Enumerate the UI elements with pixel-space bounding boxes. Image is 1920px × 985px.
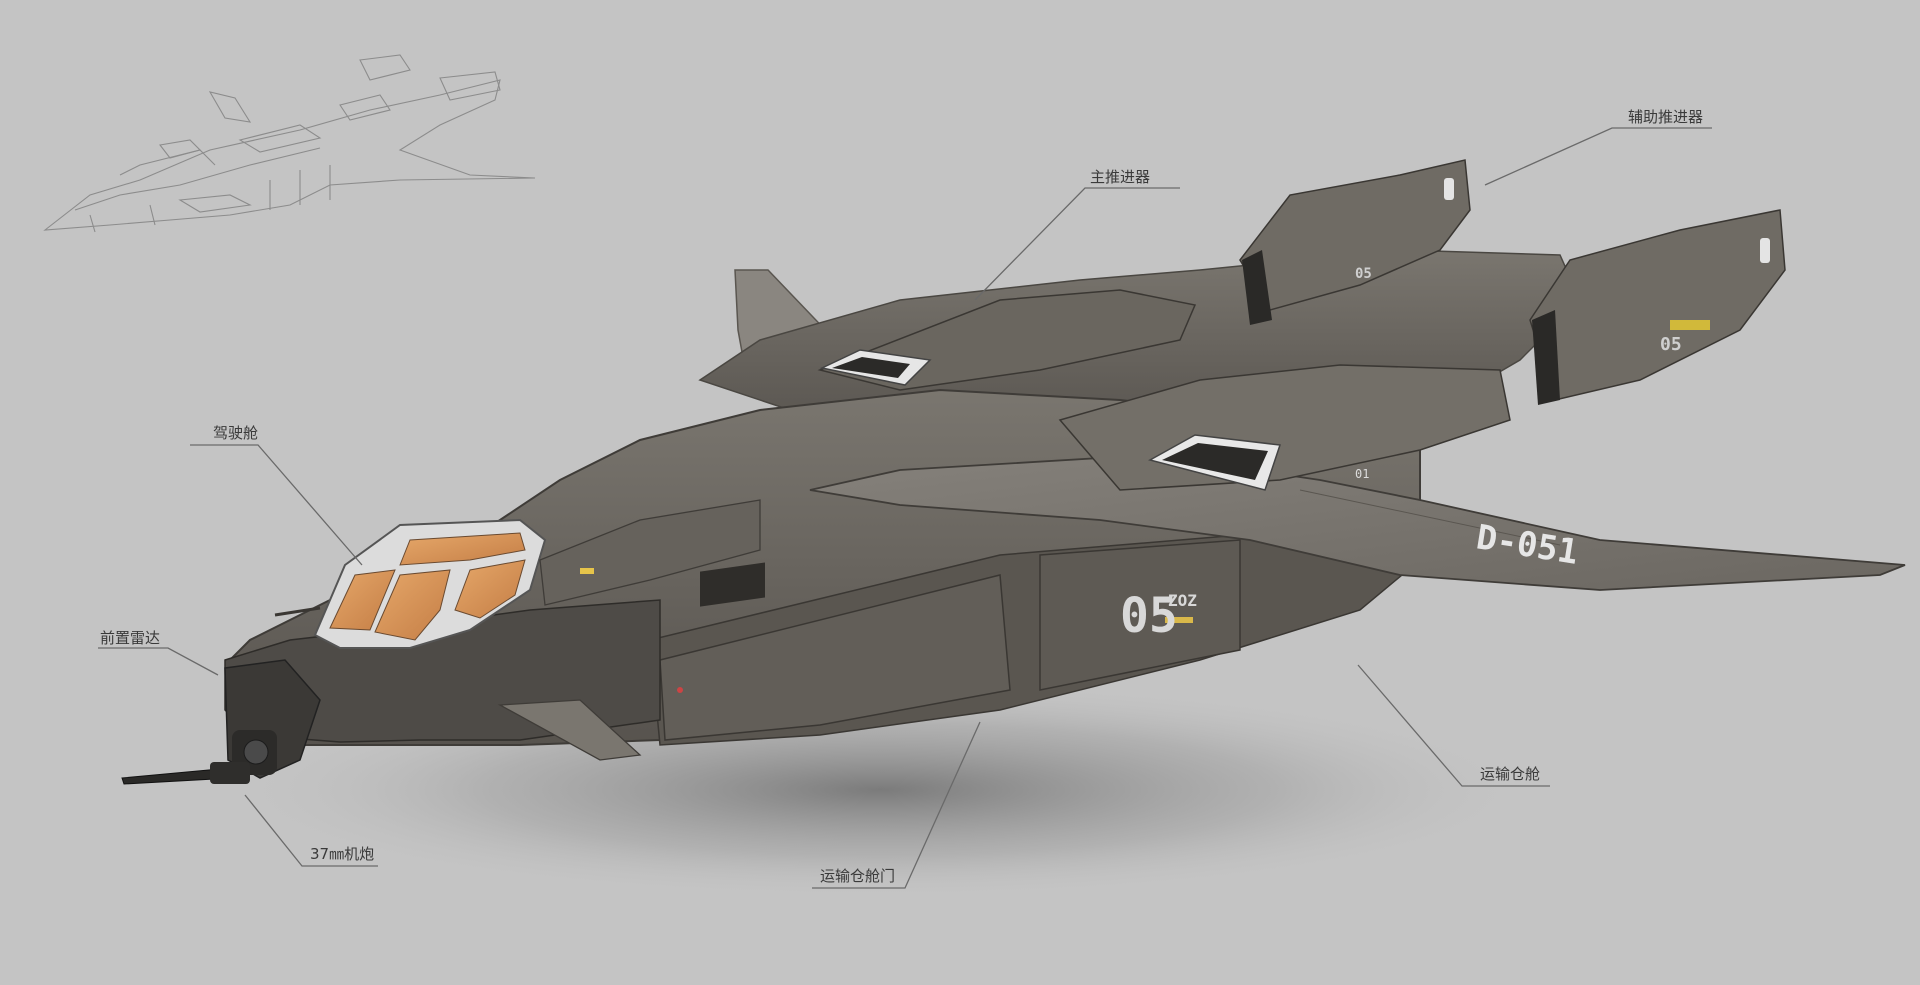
main-thruster-intake-dark: [832, 357, 910, 378]
bay-code-marking: ZOZ: [1168, 591, 1197, 610]
leader-cockpit: [190, 444, 363, 566]
dropship-illustration: [121, 159, 1906, 785]
cargo-door-panel: [659, 574, 1011, 741]
label-cannon: 37㎜机炮: [310, 845, 374, 863]
canopy-glass-top: [399, 532, 526, 566]
canopy-glass-right: [454, 559, 526, 619]
cannon-mount: [210, 762, 250, 784]
canopy-glass-mid: [374, 569, 451, 641]
label-cargo-bay: 运输仓舱: [1480, 765, 1540, 783]
leader-main-thruster: [974, 187, 1180, 301]
aux-thruster-pod-2-nozzle: [1532, 310, 1560, 405]
label-aux-thruster: 辅助推进器: [1628, 108, 1703, 126]
aux-pod-2-light: [1760, 238, 1770, 263]
nose-warning-light: [580, 568, 594, 574]
leader-aux-thruster: [1484, 127, 1712, 186]
cargo-side-panel: [1039, 539, 1241, 691]
cargo-hazard-stripes: [1165, 617, 1193, 623]
cargo-door-vent: [700, 562, 765, 607]
front-radar-lens: [243, 739, 269, 765]
label-main-thruster: 主推进器: [1090, 168, 1150, 186]
belly-fin: [497, 699, 642, 761]
leader-cannon: [244, 794, 378, 867]
nose-antenna: [274, 606, 321, 617]
wing-panel-line: [1299, 489, 1561, 546]
leader-cargo-door: [812, 721, 981, 889]
callout-lines: [98, 127, 1712, 889]
canopy-glass-left: [329, 569, 396, 631]
aux-pod-1-light: [1444, 178, 1454, 200]
label-cargo-door: 运输仓舱门: [820, 867, 895, 885]
label-cockpit: 驾驶舱: [213, 424, 258, 442]
side-armor-plate: [539, 499, 761, 606]
pod-number-marking: 05: [1660, 334, 1682, 355]
aux-pod-2-vent: [1670, 320, 1710, 330]
upper-nacelle-intake-dark: [1162, 443, 1268, 480]
aux-thruster-pod-1: [1239, 159, 1471, 311]
bay-number-marking: 05: [1120, 588, 1178, 644]
label-front-radar: 前置雷达: [100, 629, 160, 647]
pod-number-marking-2: 05: [1355, 266, 1372, 282]
hull-tag-marking: 01: [1355, 467, 1369, 481]
line-sketch-thumbnail: [43, 54, 536, 233]
aux-thruster-pod-1-nozzle: [1242, 250, 1272, 325]
aux-thruster-pod-2: [1529, 209, 1786, 401]
nose-indicator-red: [677, 687, 683, 693]
leader-front-radar: [98, 647, 219, 676]
leader-cargo-bay: [1357, 664, 1550, 787]
